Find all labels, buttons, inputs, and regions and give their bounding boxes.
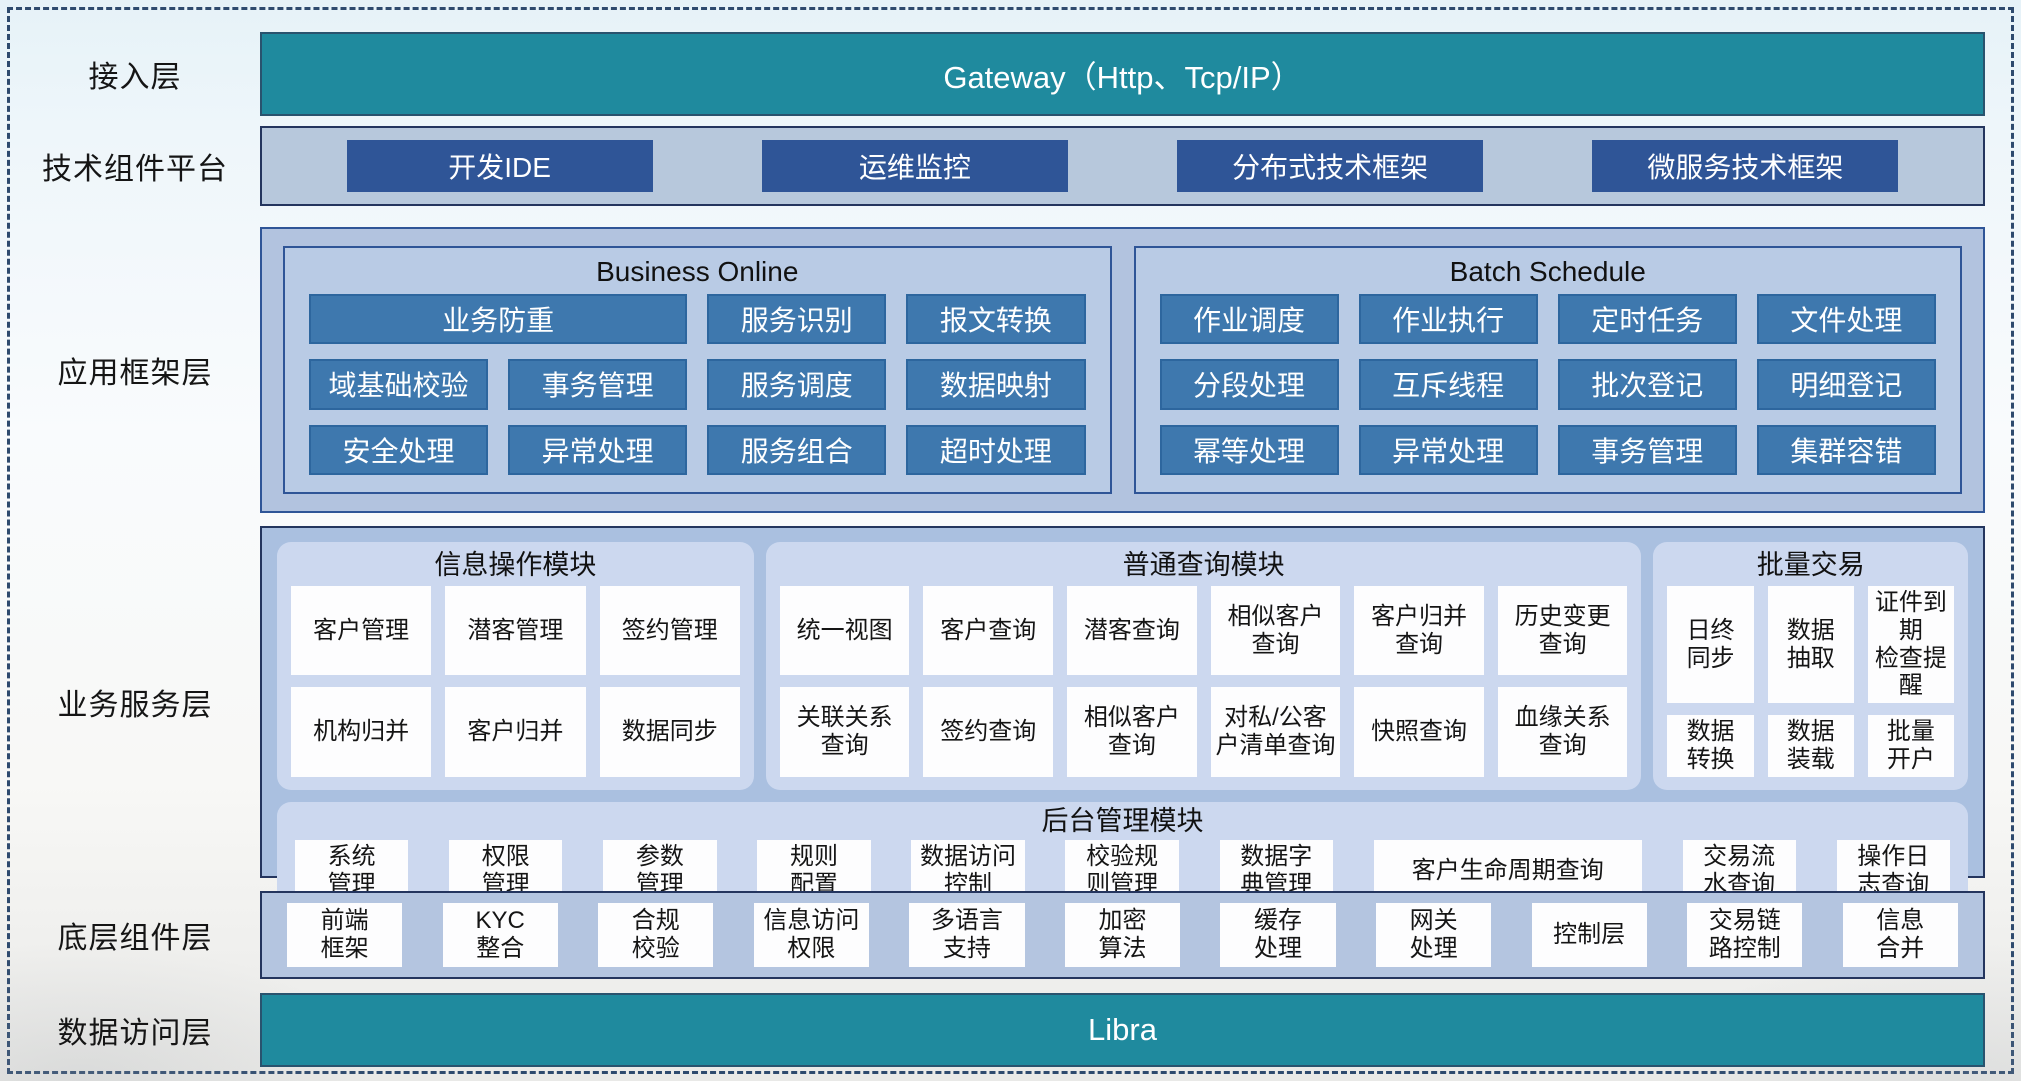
business-online-item: 业务防重 bbox=[309, 294, 688, 345]
layer-label-base-components: 底层组件层 bbox=[57, 922, 213, 955]
business-online-item: 异常处理 bbox=[508, 424, 688, 475]
batch-schedule-item: 批次登记 bbox=[1557, 359, 1737, 410]
layer-app-framework: 应用框架层 Business Online 业务防重服务识别报文转换域基础校验事… bbox=[10, 227, 1985, 513]
base-component-item: 信息 合并 bbox=[1842, 903, 1958, 967]
batch-trade-module: 批量交易 日终 同步数据 抽取证件到期 检查提醒数据 转换数据 装载批量 开户 bbox=[1653, 542, 1968, 790]
batch-schedule-item: 分段处理 bbox=[1159, 359, 1339, 410]
batch-schedule-item: 互斥线程 bbox=[1358, 359, 1538, 410]
batch-schedule-title: Batch Schedule bbox=[1449, 256, 1646, 287]
business-online-item: 报文转换 bbox=[906, 294, 1086, 345]
layer-tech-platform: 技术组件平台 开发IDE 运维监控 分布式技术框架 微服务技术框架 bbox=[10, 126, 1985, 206]
admin-module-title: 后台管理模块 bbox=[1041, 805, 1204, 836]
layer-base-components: 底层组件层 前端 框架 KYC 整合合规 校验信息访问 权限多语言 支持加密 算法… bbox=[10, 891, 1985, 979]
info-operation-item: 机构归并 bbox=[291, 687, 432, 777]
common-query-item: 签约查询 bbox=[923, 687, 1054, 777]
business-online-item: 服务调度 bbox=[707, 359, 887, 410]
tech-platform-item: 开发IDE bbox=[346, 140, 653, 192]
business-online-item: 服务组合 bbox=[707, 424, 887, 475]
tech-platform-item: 运维监控 bbox=[761, 140, 1068, 192]
common-query-item: 快照查询 bbox=[1354, 687, 1484, 777]
batch-schedule-item: 作业执行 bbox=[1358, 294, 1538, 345]
common-query-item: 对私/公客 户清单查询 bbox=[1210, 687, 1341, 777]
common-query-module: 普通查询模块 统一视图客户查询潜客查询相似客户 查询客户归并 查询历史变更 查询… bbox=[765, 542, 1642, 790]
tech-platform-item: 分布式技术框架 bbox=[1177, 140, 1484, 192]
base-component-item: 控制层 bbox=[1531, 903, 1647, 967]
layer-label-business-service: 业务服务层 bbox=[57, 689, 213, 722]
common-query-item: 潜客查询 bbox=[1067, 586, 1197, 676]
batch-trade-module-title: 批量交易 bbox=[1756, 550, 1865, 580]
batch-schedule-panel: Batch Schedule 作业调度作业执行定时任务文件处理分段处理互斥线程批… bbox=[1133, 246, 1962, 494]
batch-schedule-grid: 作业调度作业执行定时任务文件处理分段处理互斥线程批次登记明细登记幂等处理异常处理… bbox=[1159, 294, 1936, 475]
info-operation-module-grid: 客户管理潜客管理签约管理机构归并客户归并数据同步 bbox=[291, 586, 740, 777]
info-operation-item: 签约管理 bbox=[599, 586, 740, 676]
info-operation-item: 客户归并 bbox=[445, 687, 586, 777]
common-query-item: 关联关系 查询 bbox=[779, 687, 910, 777]
batch-schedule-item: 明细登记 bbox=[1756, 359, 1936, 410]
layer-label-tech-platform: 技术组件平台 bbox=[42, 153, 228, 186]
business-online-item: 数据映射 bbox=[906, 359, 1086, 410]
info-operation-item: 数据同步 bbox=[599, 687, 740, 777]
base-component-item: 交易链 路控制 bbox=[1687, 903, 1803, 967]
tech-platform-container: 开发IDE 运维监控 分布式技术框架 微服务技术框架 bbox=[260, 126, 1985, 206]
common-query-item: 相似客户 查询 bbox=[1210, 586, 1341, 676]
tech-platform-item: 微服务技术框架 bbox=[1592, 140, 1899, 192]
dashed-frame: 接入层 Gateway（Http、Tcp/IP） 技术组件平台 开发IDE 运维监… bbox=[7, 7, 2014, 1074]
business-online-title: Business Online bbox=[596, 256, 799, 287]
batch-schedule-item: 定时任务 bbox=[1557, 294, 1737, 345]
common-query-item: 血缘关系 查询 bbox=[1497, 687, 1628, 777]
base-component-item: 加密 算法 bbox=[1064, 903, 1181, 967]
batch-schedule-item: 作业调度 bbox=[1159, 294, 1339, 345]
business-online-grid: 业务防重服务识别报文转换域基础校验事务管理服务调度数据映射安全处理异常处理服务组… bbox=[309, 294, 1086, 475]
info-operation-module: 信息操作模块 客户管理潜客管理签约管理机构归并客户归并数据同步 bbox=[277, 542, 754, 790]
batch-trade-item: 数据 装载 bbox=[1767, 715, 1854, 777]
layer-label-app-framework: 应用框架层 bbox=[57, 357, 213, 390]
business-online-panel: Business Online 业务防重服务识别报文转换域基础校验事务管理服务调… bbox=[283, 246, 1112, 494]
base-component-item: 网关 处理 bbox=[1375, 903, 1492, 967]
business-online-item: 事务管理 bbox=[508, 359, 688, 410]
batch-schedule-item: 集群容错 bbox=[1756, 424, 1936, 475]
base-component-item: 前端 框架 bbox=[287, 903, 403, 967]
common-query-item: 统一视图 bbox=[779, 586, 910, 676]
common-query-item: 客户查询 bbox=[923, 586, 1054, 676]
base-component-item: 合规 校验 bbox=[598, 903, 714, 967]
business-online-item: 超时处理 bbox=[906, 424, 1086, 475]
layer-label-access: 接入层 bbox=[88, 61, 182, 94]
batch-trade-item: 日终 同步 bbox=[1667, 586, 1754, 704]
layer-access: 接入层 Gateway（Http、Tcp/IP） bbox=[10, 32, 1985, 116]
layer-label-data-access: 数据访问层 bbox=[57, 1017, 213, 1050]
base-component-item: 多语言 支持 bbox=[909, 903, 1025, 967]
common-query-item: 客户归并 查询 bbox=[1354, 586, 1484, 676]
common-query-module-title: 普通查询模块 bbox=[1122, 550, 1285, 580]
batch-trade-item: 证件到期 检查提醒 bbox=[1867, 586, 1954, 704]
business-online-item: 域基础校验 bbox=[309, 359, 489, 410]
business-service-container: 信息操作模块 客户管理潜客管理签约管理机构归并客户归并数据同步 普通查询模块 统… bbox=[260, 526, 1985, 914]
business-online-item: 安全处理 bbox=[309, 424, 489, 475]
layer-data-access: 数据访问层 Libra bbox=[10, 993, 1985, 1067]
common-query-item: 相似客户 查询 bbox=[1067, 687, 1197, 777]
base-component-item: KYC 整合 bbox=[442, 903, 558, 967]
libra-bar: Libra bbox=[260, 993, 1985, 1067]
base-component-item: 信息访问 权限 bbox=[753, 903, 869, 967]
info-operation-module-title: 信息操作模块 bbox=[434, 550, 597, 580]
base-components-container: 前端 框架 KYC 整合合规 校验信息访问 权限多语言 支持加密 算法缓存 处理网… bbox=[260, 891, 1985, 979]
layer-business-service: 业务服务层 信息操作模块 客户管理潜客管理签约管理机构归并客户归并数据同步 普通… bbox=[10, 526, 1985, 914]
info-operation-item: 客户管理 bbox=[291, 586, 432, 676]
batch-trade-item: 批量 开户 bbox=[1867, 715, 1954, 777]
batch-schedule-item: 文件处理 bbox=[1756, 294, 1936, 345]
gateway-bar: Gateway（Http、Tcp/IP） bbox=[260, 32, 1985, 116]
batch-schedule-item: 异常处理 bbox=[1358, 424, 1538, 475]
common-query-module-grid: 统一视图客户查询潜客查询相似客户 查询客户归并 查询历史变更 查询关联关系 查询… bbox=[779, 586, 1628, 777]
batch-schedule-item: 事务管理 bbox=[1557, 424, 1737, 475]
batch-trade-item: 数据 抽取 bbox=[1767, 586, 1854, 704]
batch-trade-item: 数据 转换 bbox=[1667, 715, 1754, 777]
batch-trade-module-grid: 日终 同步数据 抽取证件到期 检查提醒数据 转换数据 装载批量 开户 bbox=[1667, 586, 1954, 777]
common-query-item: 历史变更 查询 bbox=[1497, 586, 1628, 676]
info-operation-item: 潜客管理 bbox=[445, 586, 586, 676]
base-component-item: 缓存 处理 bbox=[1220, 903, 1336, 967]
app-framework-container: Business Online 业务防重服务识别报文转换域基础校验事务管理服务调… bbox=[260, 227, 1985, 513]
batch-schedule-item: 幂等处理 bbox=[1159, 424, 1339, 475]
business-service-top-row: 信息操作模块 客户管理潜客管理签约管理机构归并客户归并数据同步 普通查询模块 统… bbox=[277, 542, 1968, 790]
business-online-item: 服务识别 bbox=[707, 294, 887, 345]
